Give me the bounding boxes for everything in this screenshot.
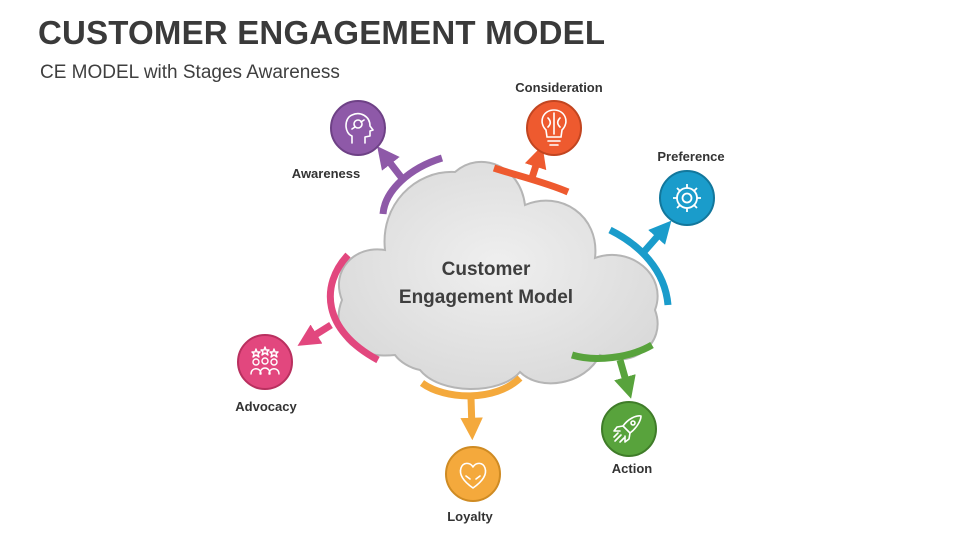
center-title-line1: Customer: [442, 259, 531, 280]
stage-advocacy-circle[interactable]: [237, 334, 293, 390]
center-cloud: Customer Engagement Model: [337, 161, 659, 390]
stage-loyalty-label: Loyalty: [447, 509, 493, 524]
stage-loyalty-circle[interactable]: [445, 446, 501, 502]
stage-preference-circle[interactable]: [659, 170, 715, 226]
stage-consideration-circle[interactable]: [526, 100, 582, 156]
people-stars-icon: [250, 346, 280, 375]
page-title: CUSTOMER ENGAGEMENT MODEL: [38, 14, 606, 51]
stage-action-label: Action: [611, 461, 653, 476]
stage-consideration-label: Consideration: [515, 80, 603, 95]
head-brain-icon: [345, 112, 374, 144]
stage-advocacy-label: Advocacy: [235, 399, 297, 414]
page-subtitle: CE MODEL with Stages Awareness: [40, 62, 340, 83]
stage-advocacy-connector: [297, 252, 380, 364]
bulb-brain-icon: [541, 109, 567, 146]
stage-action-connector: [570, 341, 654, 399]
stage-preference-label: Preference: [657, 149, 725, 164]
stage-awareness-circle[interactable]: [330, 100, 386, 156]
stage-action-circle[interactable]: [601, 401, 657, 457]
gear-icon: [673, 184, 701, 212]
stage-consideration-connector: [492, 145, 570, 196]
stage-awareness-label: Awareness: [291, 166, 361, 181]
rocket-icon: [613, 415, 642, 443]
stage-loyalty-connector: [419, 375, 523, 441]
stage-awareness-connector: [377, 146, 444, 215]
stage-preference-connector: [608, 220, 672, 306]
heart-hands-icon: [459, 462, 487, 489]
center-title-line2: Engagement Model: [399, 287, 573, 308]
